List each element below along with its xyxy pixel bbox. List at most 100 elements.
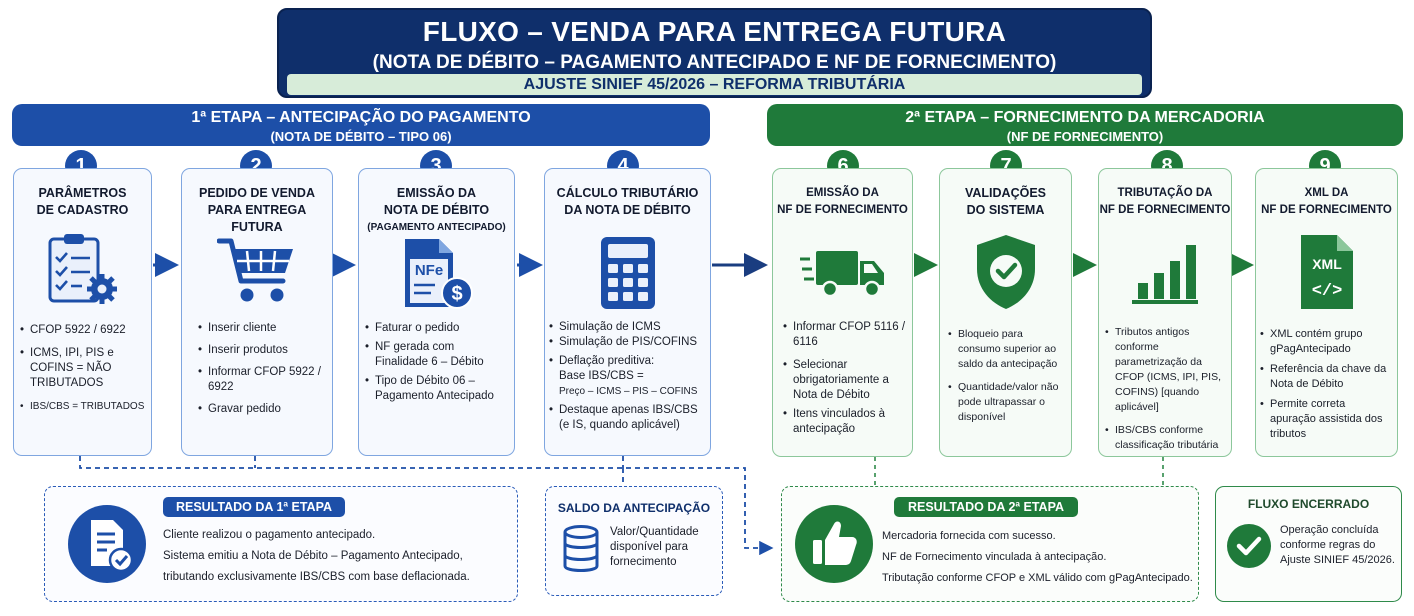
result2-line: Mercadoria fornecida com sucesso. [882,530,1056,542]
step3-title-line2: NOTA DE DÉBITO [383,203,490,217]
step-card-2: PEDIDO DE VENDA PARA ENTREGA FUTURA Inse… [181,168,333,456]
step8-bullet: IBS/CBS conforme classificação tributári… [1105,423,1227,453]
result2-line: Tributação conforme CFOP e XML válido co… [882,572,1193,584]
step6-bullet: Informar CFOP 5116 / 6116 [783,320,908,350]
fluxo-encerrado-text: Operação concluída conforme regras do Aj… [1280,523,1398,568]
step-card-9: XML DA NF DE FORNECIMENTO XML </> XML co… [1255,168,1398,457]
step8-bullets: Tributos antigos conforme parametrização… [1105,325,1227,461]
result-stage1-box: RESULTADO DA 1ª ETAPA Cliente realizou o… [44,486,518,602]
step6-bullets: Informar CFOP 5116 / 6116 Selecionar obr… [783,320,908,441]
xml-icon-text: XML [1312,256,1342,272]
shield-check-icon [976,235,1035,309]
step4-deflacao-title: Deflação preditiva: [559,355,655,367]
saldo-title: SALDO DA ANTECIPAÇÃO [557,501,711,515]
step2-title-line1: PEDIDO DE VENDA [199,186,315,200]
step7-bullet: Bloqueio para consumo superior ao saldo … [948,327,1067,372]
step8-title-line2: NF DE FORNECIMENTO [1099,204,1231,216]
step2-bullet: Inserir cliente [198,321,328,336]
step6-title-line1: EMISSÃO DA [806,187,879,199]
step9-bullet: Permite correta apuração assistida dos t… [1260,397,1393,442]
result-stage1-text: Cliente realizou o pagamento antecipado.… [163,528,513,585]
result1-line: Cliente realizou o pagamento antecipado. [163,529,376,541]
encerrado-line: conforme regras do [1280,539,1376,551]
step-card-4: CÁLCULO TRIBUTÁRIO DA NOTA DE DÉBITO Sim… [544,168,711,456]
nfe-icon-text: NFe [414,262,442,279]
result1-line: Sistema emitiu a Nota de Débito – Pagame… [163,550,463,562]
fluxo-encerrado-box: FLUXO ENCERRADO Operação concluída confo… [1215,486,1402,602]
stage2-subtitle: (NF DE FORNECIMENTO) [1006,129,1164,144]
dashed-connector-stage1 [79,456,774,556]
database-icon [563,525,599,572]
step9-bullet: XML contém grupo gPagAntecipado [1260,327,1393,357]
step7-title-line1: VALIDAÇÕES [964,186,1047,200]
result1-line: tributando exclusivamente IBS/CBS com ba… [163,571,470,583]
step2-title-line2: PARA ENTREGA FUTURA [207,203,307,234]
result-stage2-tag: RESULTADO DA 2ª ETAPA [894,497,1078,517]
thumbs-up-icon [795,505,873,583]
xml-file-icon: XML </> [1300,235,1353,309]
step-card-8: TRIBUTAÇÃO DA NF DE FORNECIMENTO Tributo… [1098,168,1232,457]
step9-title-line1: XML DA [1304,187,1349,199]
step6-title-line2: NF DE FORNECIMENTO [777,204,908,216]
stage1-title: 1ª ETAPA – ANTECIPAÇÃO DO PAGAMENTO [191,109,531,126]
saldo-line: disponível para [610,541,688,553]
result2-line: NF de Fornecimento vinculada à antecipaç… [882,551,1107,563]
step4-deflacao-line2: Base IBS/CBS = [559,370,644,382]
dashed-connector-stage2 [874,457,1164,485]
clipboard-gear-icon [48,234,117,304]
step7-bullet: Quantidade/valor não pode ultrapassar o … [948,380,1067,425]
step2-bullet: Inserir produtos [198,343,328,358]
step9-bullet: Referência da chave da Nota de Débito [1260,362,1393,392]
step-card-6: EMISSÃO DA NF DE FORNECIMENTO Informar C… [772,168,913,457]
step4-bullet: Simulação de ICMS [549,320,706,335]
saldo-antecipacao-box: SALDO DA ANTECIPAÇÃO Valor/Quantidade di… [545,486,723,596]
delivery-truck-icon [799,251,884,298]
fluxo-encerrado-title: FLUXO ENCERRADO [1247,497,1370,511]
page-subtitle: (NOTA DE DÉBITO – PAGAMENTO ANTECIPADO E… [372,52,1057,73]
stage1-subtitle: (NOTA DE DÉBITO – TIPO 06) [270,129,452,144]
step4-bullet-deflacao: Deflação preditiva: Base IBS/CBS = Preço… [549,354,706,399]
step2-bullets: Inserir cliente Inserir produtos Informa… [198,321,328,424]
step1-title-line2: DE CADASTRO [36,203,129,217]
document-check-icon [68,505,146,583]
nfe-document-icon: NFe $ [404,239,473,309]
page-title: FLUXO – VENDA PARA ENTREGA FUTURA [422,16,1007,47]
step2-bullet: Informar CFOP 5922 / 6922 [198,365,328,395]
result-stage2-text: Mercadoria fornecida com sucesso. NF de … [882,529,1194,586]
svg-text:$: $ [451,283,462,305]
shopping-cart-icon [217,238,293,302]
step3-bullet: Faturar o pedido [365,321,510,336]
step9-bullets: XML contém grupo gPagAntecipado Referênc… [1260,327,1393,450]
step4-bullets: Simulação de ICMS Simulação de PIS/COFIN… [549,320,706,437]
step4-bullet: Simulação de PIS/COFINS [549,335,706,350]
step-card-7: VALIDAÇÕES DO SISTEMA Bloqueio para cons… [939,168,1072,457]
stage2-banner: 2ª ETAPA – FORNECIMENTO DA MERCADORIA (N… [767,104,1403,146]
svg-text:</>: </> [1311,282,1342,301]
step3-bullets: Faturar o pedido NF gerada com Finalidad… [365,321,510,408]
step1-bullet: IBS/CBS = TRIBUTADOS [20,399,147,414]
step2-bullet: Gravar pedido [198,402,328,417]
stage2-title: 2ª ETAPA – FORNECIMENTO DA MERCADORIA [905,109,1265,126]
step-card-3: EMISSÃO DA NOTA DE DÉBITO (PAGAMENTO ANT… [358,168,515,456]
step7-title-line2: DO SISTEMA [966,203,1045,217]
calculator-icon [600,237,655,309]
step8-bullet: Tributos antigos conforme parametrização… [1105,325,1227,415]
result-stage1-tag: RESULTADO DA 1ª ETAPA [163,497,345,517]
saldo-text: Valor/Quantidade disponível para forneci… [610,525,720,570]
step3-bullet: Tipo de Débito 06 – Pagamento Antecipado [365,374,510,404]
encerrado-line: Ajuste SINIEF 45/2026. [1280,554,1395,566]
step9-title-line2: NF DE FORNECIMENTO [1261,204,1392,216]
step-card-1: PARÂMETROS DE CADASTRO CFOP 5922 / 6922 … [13,168,152,456]
step1-bullet: CFOP 5922 / 6922 [20,323,147,338]
step6-bullet: Selecionar obrigatoriamente a Nota de Dé… [783,358,908,403]
step3-title-line1: EMISSÃO DA [396,186,477,200]
step4-deflacao-line3: Preço – ICMS – PIS – COFINS [559,386,698,397]
encerrado-line: Operação concluída [1280,524,1379,536]
bar-chart-icon [1132,245,1198,304]
step8-title-line1: TRIBUTAÇÃO DA [1117,187,1213,199]
step1-bullet: ICMS, IPI, PIS e COFINS = NÃO TRIBUTADOS [20,346,147,391]
saldo-line: fornecimento [610,556,677,568]
step3-title-line3: (PAGAMENTO ANTECIPADO) [367,222,506,233]
check-circle-icon [1227,524,1271,568]
